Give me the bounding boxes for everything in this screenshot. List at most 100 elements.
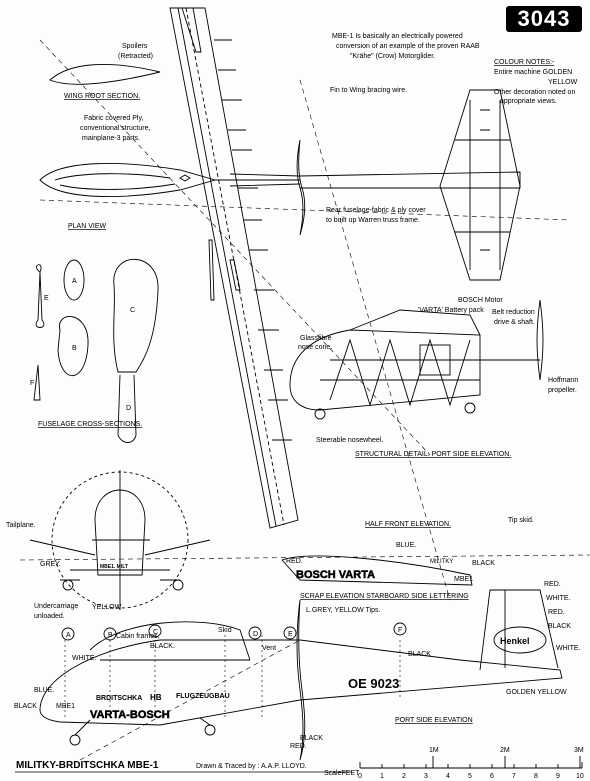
scale-tick-10: 10 [576,773,584,780]
port-side-elevation-title: PORT SIDE ELEVATION [395,717,473,724]
wing-plan [169,7,299,529]
tailplane-label: Tailplane. [6,522,36,529]
wing-root-section [49,64,161,85]
scale-tick-1: 1 [380,773,384,780]
yellow-label: YELLOW [92,604,122,611]
blue-label-front: BLUE. [396,542,416,549]
scale-tick-7: 7 [512,773,516,780]
hoffmann-line-1: Hoffmann [548,377,578,384]
belt-line-2: drive & shaft. [494,319,535,326]
cross-sections [33,258,159,443]
nosewheel-label: Steerable nosewheel. [316,437,383,444]
belt-line-1: Belt reduction [492,309,535,316]
glassfibre-line-2: nose cone. [298,344,332,351]
xsection-label-c: C [130,307,135,314]
red-label-tail: RED. [544,581,561,588]
intro-line-2: conversion of an example of the proven R… [336,43,480,50]
brditschka-lettering: BRDITSCHKA [96,695,142,702]
section-marker-d: D [253,631,258,638]
drawn-by-credit: Drawn & Traced by : A.A.P. LLOYD. [196,763,307,770]
plan-number-badge: 3043 [506,6,582,32]
xsection-label-a: A [72,278,77,285]
henkel-logo-text: Henkel [500,636,530,646]
bosch-motor-label: BOSCH Motor [458,297,503,304]
plan-view-title: PLAN VIEW [68,223,107,230]
flugzeugbau-lettering: FLUGZEUGBAU [176,693,230,700]
scale-tick-2: 2 [402,773,406,780]
undercarriage-line-1: Undercarriage [34,603,78,610]
golden-yellow-label: GOLDEN YELLOW [506,689,567,696]
scale-tick-6: 6 [490,773,494,780]
scale-tick-8: 8 [534,773,538,780]
registration-text: OE 9023 [348,676,399,691]
tip-skid-label: Tip skid. [508,517,534,524]
fuselage-cross-sections-title: FUSELAGE CROSS-SECTIONS. [38,421,142,428]
scale-bar [359,756,583,769]
structural-detail [289,299,544,420]
port-side-elevation [39,589,563,761]
black-label-fuselage: BLACK [408,651,431,658]
scale-major-1m: 1M [429,747,439,754]
rear-fuselage-line-2: to built up Warren truss frame. [326,217,420,224]
black-label-tail: BLACK [548,623,571,630]
light-grey-label: L.GREY, YELLOW Tips. [306,607,380,614]
cabin-black-label: BLACK. [150,643,175,650]
blue-label-nose: BLUE. [34,687,54,694]
mbe1-nose-label: MBE1 [56,703,75,710]
intro-line-3: "Krähe" (Crow) Motorglider. [350,53,435,60]
white-label-tail: WHITE. [546,595,571,602]
mbe1-nose-lettering: MBE1. MILT [100,564,128,570]
half-front-elevation-title: HALF FRONT ELEVATION. [365,521,451,528]
structural-detail-title: STRUCTURAL DETAIL: PORT SIDE ELEVATION. [355,451,511,458]
colour-notes-heading: COLOUR NOTES:- [494,59,555,66]
colour-notes-line-1b: YELLOW [548,79,578,86]
mbe1-tail-label: MBE1 [454,576,473,583]
scale-tick-4: 4 [446,773,450,780]
intro-line-1: MBE-1 Is basically an electrically power… [332,33,463,40]
fabric-line-1: Fabric covered Ply, [84,115,143,122]
hb-lettering: HB [150,693,162,702]
white-label-nose: WHITE. [72,655,97,662]
section-marker-e: E [288,631,293,638]
scale-tick-3: 3 [424,773,428,780]
construction-lines [19,39,590,761]
section-marker-a: A [66,632,71,639]
glassfibre-line-1: Glassfibre [300,335,332,342]
fin-wire-label: Fin to Wing bracing wire. [330,87,407,94]
section-markers [61,622,407,641]
scale-tick-0: 0 [358,773,362,780]
scale-major-2m: 2M [500,747,510,754]
black-label-prop: BLACK [300,735,323,742]
colour-notes-line-3: appropriate views. [500,98,557,105]
scrap-elevation-title: SCRAP ELEVATION STARBOARD SIDE LETTERING [300,593,469,600]
bosch-varta-lettering: BOSCH VARTA [296,569,375,581]
scale-major-3m: 3M [574,747,584,754]
grey-label: GREY. [40,561,61,568]
spoilers-label: Spoilers [122,43,148,50]
section-marker-c: C [153,629,158,636]
hoffmann-line-2: propeller. [548,387,577,394]
black-label-front: BLACK [472,560,495,567]
front-elevation [29,470,211,610]
vent-label: Vent [262,645,276,652]
black-label-nose: BLACK [14,703,37,710]
aircraft-name-title: MILITKY-BRDITSCHKA MBE-1 [16,760,159,771]
cabin-frames-label: Cabin frames, [116,633,160,640]
propeller-plan [296,139,306,236]
colour-notes-line-2: Other decoration noted on [494,89,575,96]
section-marker-f: F [398,627,402,634]
fabric-line-2: conventional structure, [80,125,150,132]
xsection-label-f: F [30,380,34,387]
xsection-label-b: B [72,345,77,352]
scale-label: ScaleFEET [324,770,360,777]
rear-fuselage-line-1: Rear fuselage-fabric & ply cover [326,207,426,214]
undercarriage-line-2: unloaded. [34,613,65,620]
fabric-line-3: mainplane-3 parts. [82,135,140,142]
colour-notes-line-1: Entire machine GOLDEN [494,69,572,76]
tailplane-plan [439,89,521,281]
red-label-front: RED. [286,558,303,565]
varta-bosch-lettering: VARTA-BOSCH [90,709,170,721]
fuselage-plan [39,163,521,197]
